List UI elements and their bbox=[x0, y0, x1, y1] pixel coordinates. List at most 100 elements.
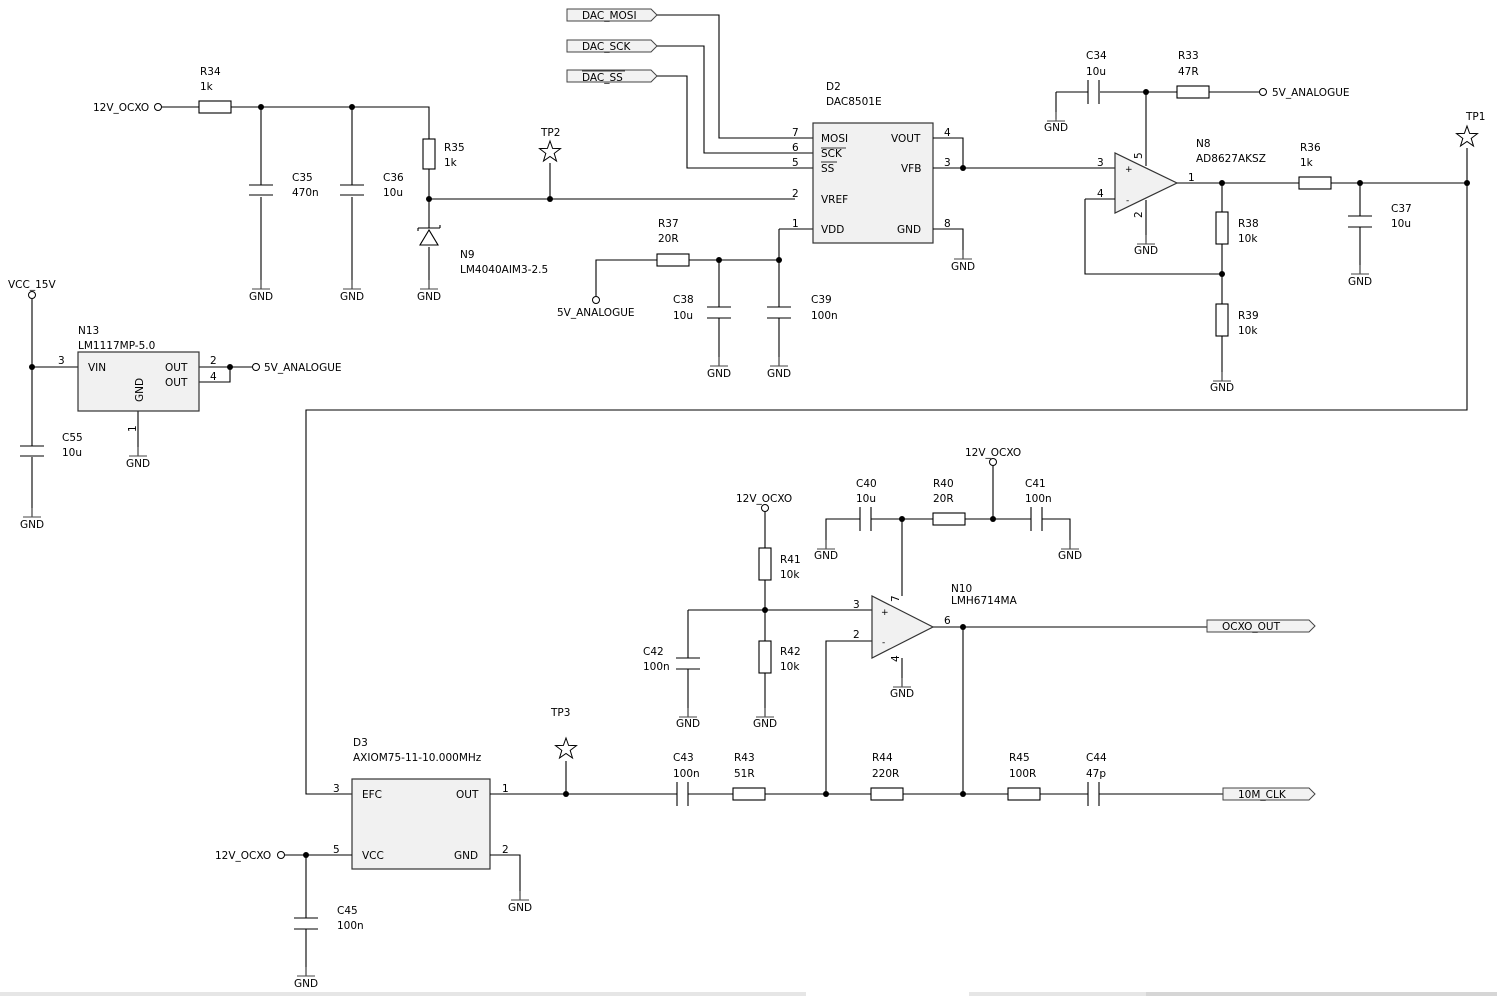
port-12v-ocxo-2[interactable] bbox=[989, 458, 997, 466]
c38-ref: C38 bbox=[673, 294, 694, 306]
gnd-symbol bbox=[755, 707, 775, 718]
gnd-label: GND bbox=[1058, 550, 1082, 562]
junction bbox=[563, 791, 569, 797]
resistor-r42[interactable] bbox=[758, 640, 772, 674]
port-12v-ocxo-3[interactable] bbox=[761, 504, 769, 512]
flag-dac-sck[interactable] bbox=[566, 39, 658, 53]
capacitor-c39[interactable] bbox=[767, 306, 791, 319]
c43-ref: C43 bbox=[673, 752, 694, 764]
junction bbox=[1219, 271, 1225, 277]
c39-value: 100n bbox=[811, 310, 838, 322]
capacitor-c36[interactable] bbox=[340, 184, 364, 196]
net-label-5v-analogue-3: 5V_ANALOGUE bbox=[264, 362, 342, 374]
resistor-r36[interactable] bbox=[1298, 176, 1332, 190]
n13-pin-out: OUT bbox=[165, 377, 188, 389]
zener-n9[interactable] bbox=[417, 225, 441, 246]
d2-pin-vref: VREF bbox=[821, 194, 848, 206]
c40-value: 10u bbox=[856, 493, 876, 505]
resistor-r33[interactable] bbox=[1176, 85, 1210, 99]
flag-dac-ss[interactable] bbox=[566, 69, 658, 83]
port-5v-analogue-3[interactable] bbox=[252, 363, 260, 371]
resistor-r43[interactable] bbox=[732, 787, 766, 801]
gnd-symbol bbox=[22, 507, 42, 518]
d2-pinnum: 3 bbox=[944, 157, 951, 169]
junction bbox=[762, 607, 768, 613]
resistor-r35[interactable] bbox=[422, 138, 436, 170]
flag-10m-clk[interactable] bbox=[1222, 787, 1316, 801]
capacitor-c40[interactable] bbox=[859, 507, 872, 531]
resistor-r38[interactable] bbox=[1215, 211, 1229, 245]
d2-pinnum: 2 bbox=[792, 188, 799, 200]
dac-mosi-label: DAC_MOSI bbox=[582, 10, 637, 22]
resistor-r34[interactable] bbox=[198, 100, 232, 114]
flag-ocxo-out[interactable] bbox=[1206, 619, 1316, 633]
capacitor-c38[interactable] bbox=[707, 306, 731, 319]
gnd-symbol bbox=[1136, 234, 1156, 245]
n10-plus: + bbox=[881, 608, 889, 618]
gnd-symbol bbox=[892, 677, 912, 688]
capacitor-c44[interactable] bbox=[1087, 782, 1100, 806]
gnd-label: GND bbox=[1044, 122, 1068, 134]
n10-value: LMH6714MA bbox=[951, 595, 1018, 607]
opamp-n8[interactable] bbox=[1114, 152, 1179, 214]
d2-pin-vout: VOUT bbox=[891, 133, 921, 145]
d2-pinnum: 7 bbox=[792, 127, 799, 139]
ic-n13-lm1117[interactable] bbox=[77, 351, 200, 412]
d2-pin-vfb: VFB bbox=[901, 163, 921, 175]
port-vcc-15v[interactable] bbox=[28, 291, 36, 299]
flag-dac-mosi[interactable] bbox=[566, 8, 658, 22]
gnd-label: GND bbox=[340, 291, 364, 303]
resistor-r41[interactable] bbox=[758, 547, 772, 581]
d3-pin-efc: EFC bbox=[362, 789, 382, 801]
d2-pin-sck: SCK bbox=[821, 148, 843, 160]
resistor-r44[interactable] bbox=[870, 787, 904, 801]
n13-pin-vin: VIN bbox=[88, 362, 106, 374]
tp2-label: TP2 bbox=[540, 127, 560, 139]
resistor-r45[interactable] bbox=[1007, 787, 1041, 801]
scrollbar-thumb[interactable] bbox=[1146, 992, 1497, 996]
d3-pin-out: OUT bbox=[456, 789, 479, 801]
gnd-label: GND bbox=[294, 978, 318, 990]
r34-value: 1k bbox=[200, 81, 214, 93]
junction bbox=[303, 852, 309, 858]
n8-minus: - bbox=[1126, 196, 1129, 206]
test-point-tp3-icon[interactable] bbox=[555, 737, 577, 759]
resistor-r40[interactable] bbox=[932, 512, 966, 526]
gnd-label: GND bbox=[951, 261, 975, 273]
port-5v-analogue-1[interactable] bbox=[592, 296, 600, 304]
d3-pin-gnd: GND bbox=[454, 850, 478, 862]
junction bbox=[258, 104, 264, 110]
ic-d2-dac8501e[interactable] bbox=[812, 122, 934, 244]
resistor-r39[interactable] bbox=[1215, 303, 1229, 337]
resistor-r37[interactable] bbox=[656, 253, 690, 267]
opamp-n10[interactable] bbox=[871, 595, 935, 659]
oscillator-d3[interactable] bbox=[351, 778, 491, 870]
test-point-tp1-icon[interactable] bbox=[1456, 125, 1478, 147]
capacitor-c45[interactable] bbox=[294, 917, 318, 930]
n9-value: LM4040AIM3-2.5 bbox=[460, 264, 548, 276]
junction bbox=[1464, 180, 1470, 186]
d2-pinnum: 1 bbox=[792, 218, 799, 230]
gnd-symbol bbox=[1060, 539, 1080, 550]
capacitor-c37[interactable] bbox=[1348, 215, 1372, 228]
port-12v-ocxo-4[interactable] bbox=[277, 851, 285, 859]
gnd-label: GND bbox=[417, 291, 441, 303]
capacitor-c41[interactable] bbox=[1030, 507, 1043, 531]
port-5v-analogue-2[interactable] bbox=[1259, 88, 1267, 96]
c35-value: 470n bbox=[292, 187, 319, 199]
n10-pinnum: 7 bbox=[890, 595, 902, 602]
test-point-tp2-icon[interactable] bbox=[539, 140, 561, 162]
ocxo-out-label: OCXO_OUT bbox=[1222, 621, 1281, 633]
capacitor-c55[interactable] bbox=[20, 445, 44, 457]
capacitor-c34[interactable] bbox=[1087, 80, 1100, 104]
capacitor-c35[interactable] bbox=[249, 184, 273, 196]
gnd-symbol bbox=[251, 279, 271, 290]
gnd-symbol bbox=[769, 356, 789, 367]
c44-ref: C44 bbox=[1086, 752, 1107, 764]
c35-ref: C35 bbox=[292, 172, 313, 184]
capacitor-c43[interactable] bbox=[676, 782, 689, 806]
horizontal-scrollbar[interactable] bbox=[0, 992, 1497, 996]
c34-value: 10u bbox=[1086, 66, 1106, 78]
capacitor-c42[interactable] bbox=[676, 657, 700, 670]
port-12v-ocxo-1[interactable] bbox=[154, 103, 162, 111]
